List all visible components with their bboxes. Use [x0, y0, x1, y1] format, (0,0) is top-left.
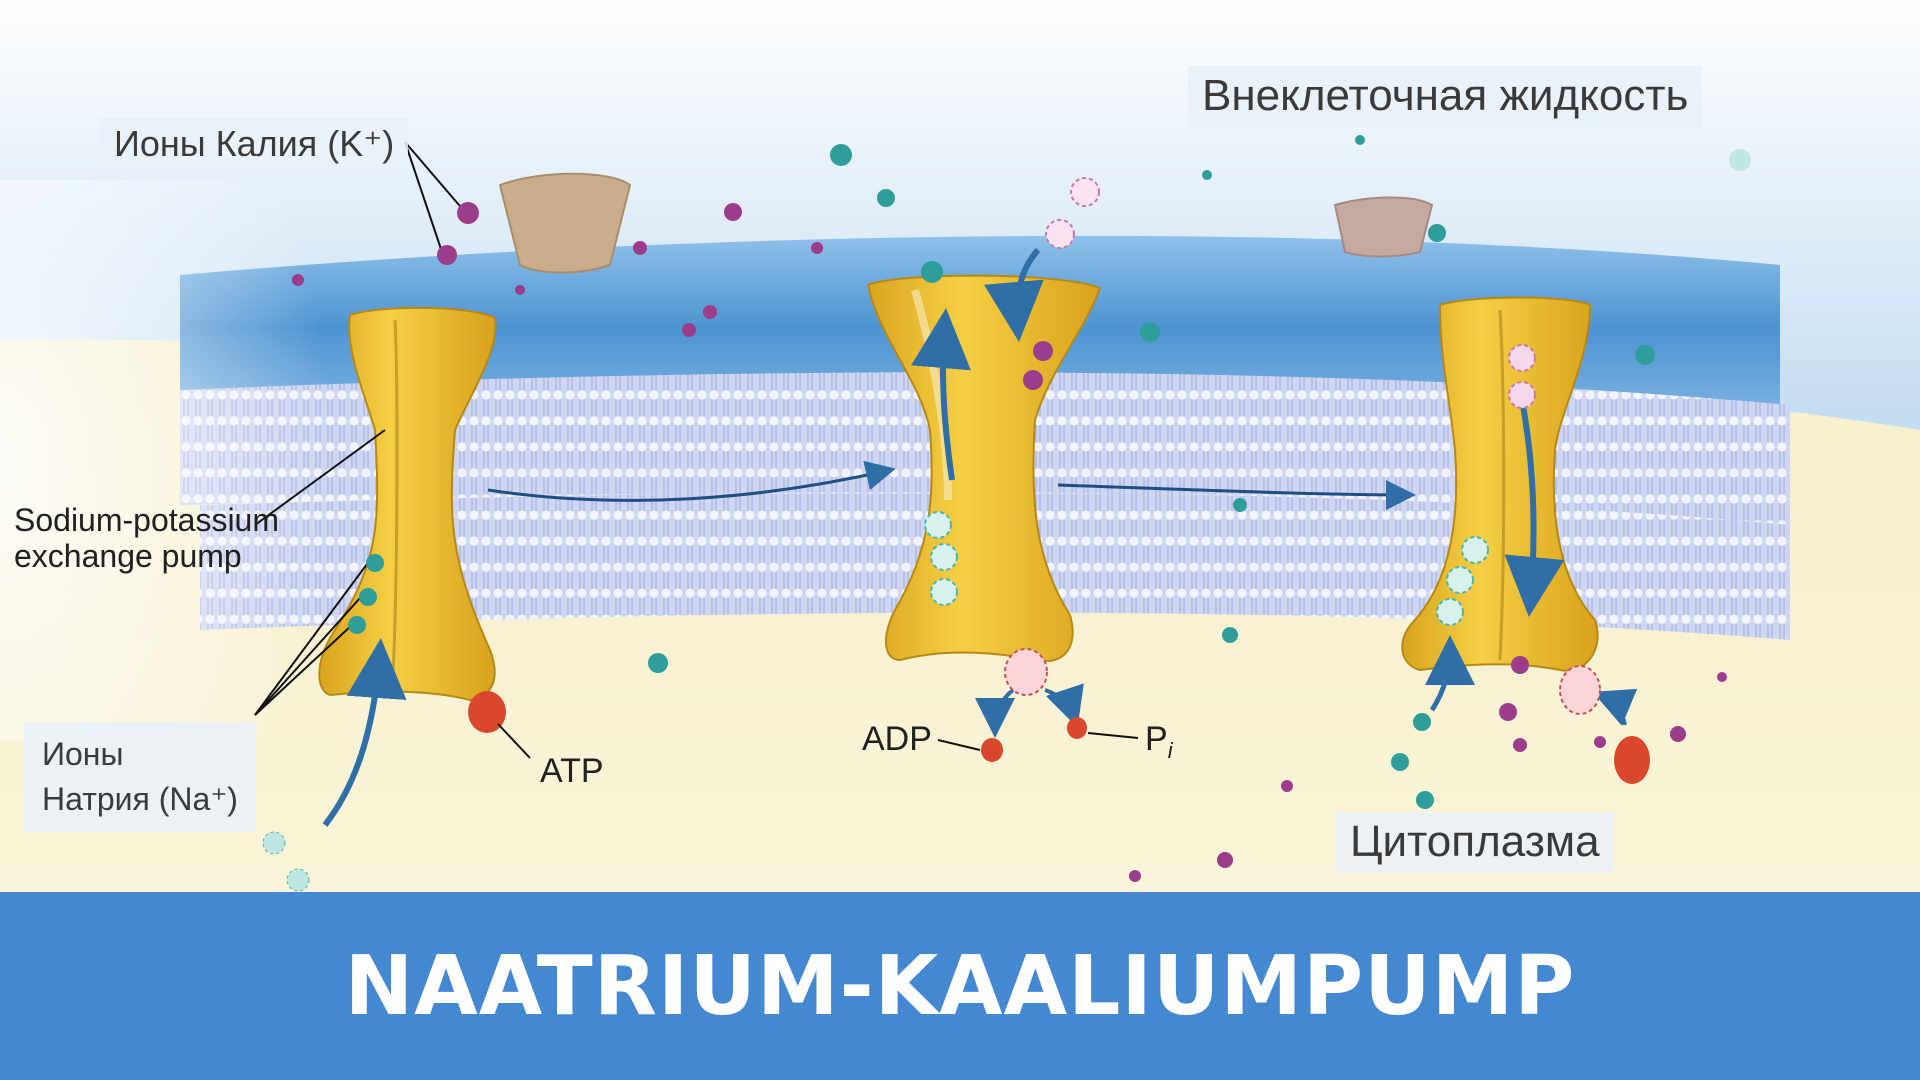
pi-label: Pi: [1145, 720, 1173, 763]
pump-label-line-2: exchange pump: [14, 539, 279, 575]
edge-fade: [0, 180, 330, 740]
pi-label-main: P: [1145, 720, 1168, 758]
pump-label: Sodium-potassium exchange pump: [14, 503, 279, 575]
pi-label-subscript: i: [1168, 738, 1173, 763]
slide-title: NAATRIUM-KAALIUMPUMP: [345, 939, 1576, 1034]
sodium-ions-label-line-1: Ионы: [42, 732, 238, 777]
adp-label: ADP: [862, 720, 932, 758]
adp-molecule: [981, 738, 1003, 762]
atp-label: ATP: [540, 752, 604, 790]
potassium-ions-label: Ионы Калия (K⁺): [100, 118, 408, 169]
channel-protein: [500, 174, 630, 273]
cytoplasm-label: Цитоплазма: [1336, 812, 1614, 873]
pump-label-line-1: Sodium-potassium: [14, 503, 279, 539]
phosphorylation-site: [1005, 649, 1047, 695]
atp-binding-site: [1560, 666, 1600, 714]
title-banner: NAATRIUM-KAALIUMPUMP: [0, 892, 1920, 1080]
extracellular-fluid-label: Внеклеточная жидкость: [1188, 66, 1702, 127]
atp-molecule: [1614, 736, 1650, 784]
channel-protein: [1335, 198, 1432, 257]
phosphate-molecule: [1067, 717, 1087, 739]
sodium-ions-label-line-2: Натрия (Na⁺): [42, 777, 238, 822]
sodium-ions-label: Ионы Натрия (Na⁺): [24, 722, 256, 832]
